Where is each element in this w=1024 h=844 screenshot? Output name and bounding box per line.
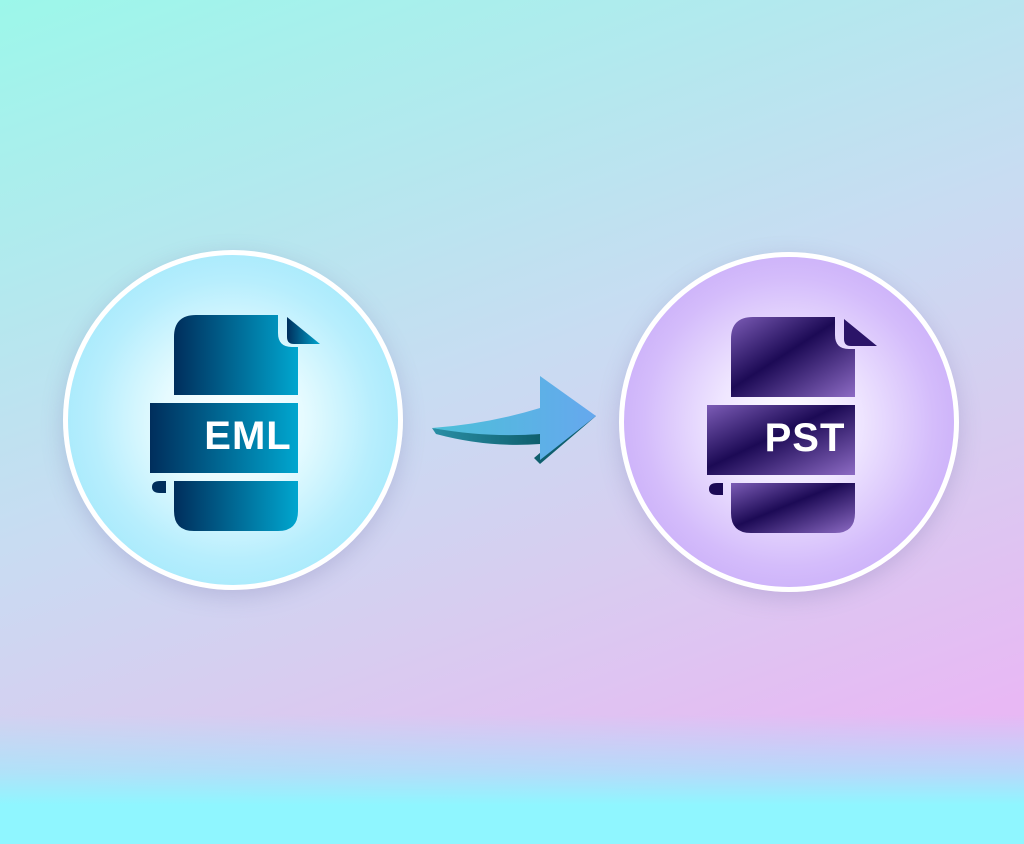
background-bottom-band (0, 714, 1024, 844)
source-format-label: EML (204, 413, 292, 458)
eml-file-icon: EML (150, 315, 322, 531)
pst-file-icon: PST (707, 317, 879, 533)
target-format-badge: PST (619, 252, 959, 592)
right-arrow-icon (428, 372, 600, 472)
source-format-badge: EML (63, 250, 403, 590)
target-format-label: PST (764, 415, 846, 460)
